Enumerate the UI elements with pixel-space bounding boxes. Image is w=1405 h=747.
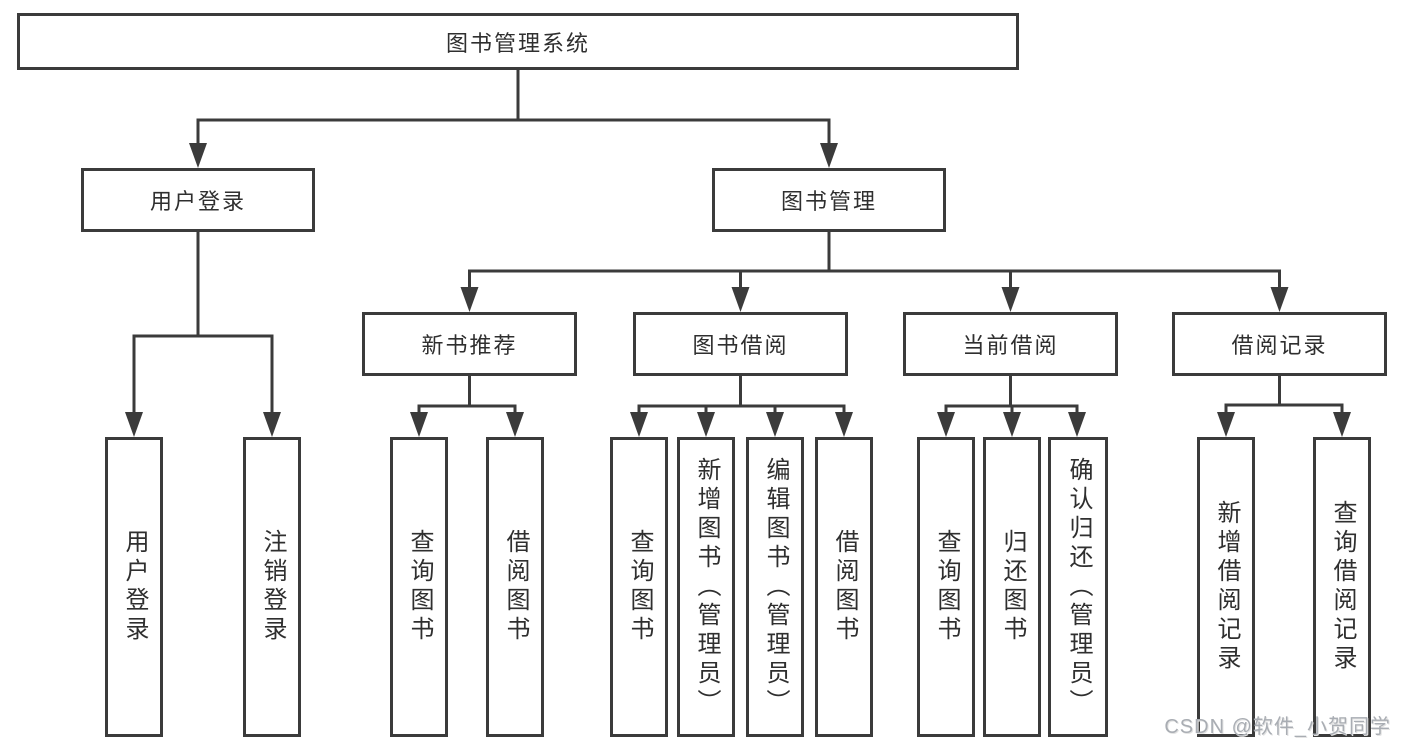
connector-borrow-to-leaves — [637, 376, 846, 418]
connector-root-to-level2 — [196, 70, 831, 150]
leaf-edit-books-admin: 编辑图书（管理员） — [746, 437, 804, 737]
connector-userlogin-to-leaves — [132, 232, 274, 418]
connector-bookmgmt-to-level3 — [468, 232, 1281, 294]
node-borrow-records: 借阅记录 — [1172, 312, 1387, 376]
node-user-login: 用户登录 — [81, 168, 315, 232]
leaf-query-borrow-record: 查询借阅记录 — [1313, 437, 1371, 737]
leaf-return-books: 归还图书 — [983, 437, 1041, 737]
arrowheads — [125, 143, 1351, 437]
connector-current-to-leaves — [944, 376, 1079, 418]
node-book-management: 图书管理 — [712, 168, 946, 232]
leaf-add-books-admin: 新增图书（管理员） — [677, 437, 735, 737]
node-current-borrow: 当前借阅 — [903, 312, 1118, 376]
leaf-query-books-current: 查询图书 — [917, 437, 975, 737]
leaf-logout: 注销登录 — [243, 437, 301, 737]
leaf-confirm-return-admin: 确认归还（管理员） — [1048, 437, 1108, 737]
leaf-add-borrow-record: 新增借阅记录 — [1197, 437, 1255, 737]
leaf-user-login: 用户登录 — [105, 437, 163, 737]
node-book-borrow: 图书借阅 — [633, 312, 848, 376]
leaf-query-books-borrow: 查询图书 — [610, 437, 668, 737]
node-new-book-recommend: 新书推荐 — [362, 312, 577, 376]
leaf-query-books-recommend: 查询图书 — [390, 437, 448, 737]
node-book-management-system: 图书管理系统 — [17, 13, 1019, 70]
connector-records-to-leaves — [1224, 376, 1344, 418]
leaf-borrow-books-recommend: 借阅图书 — [486, 437, 544, 737]
connector-newbook-to-leaves — [417, 376, 517, 418]
csdn-watermark: CSDN @软件_小贺同学 — [1164, 716, 1391, 738]
leaf-borrow-books: 借阅图书 — [815, 437, 873, 737]
